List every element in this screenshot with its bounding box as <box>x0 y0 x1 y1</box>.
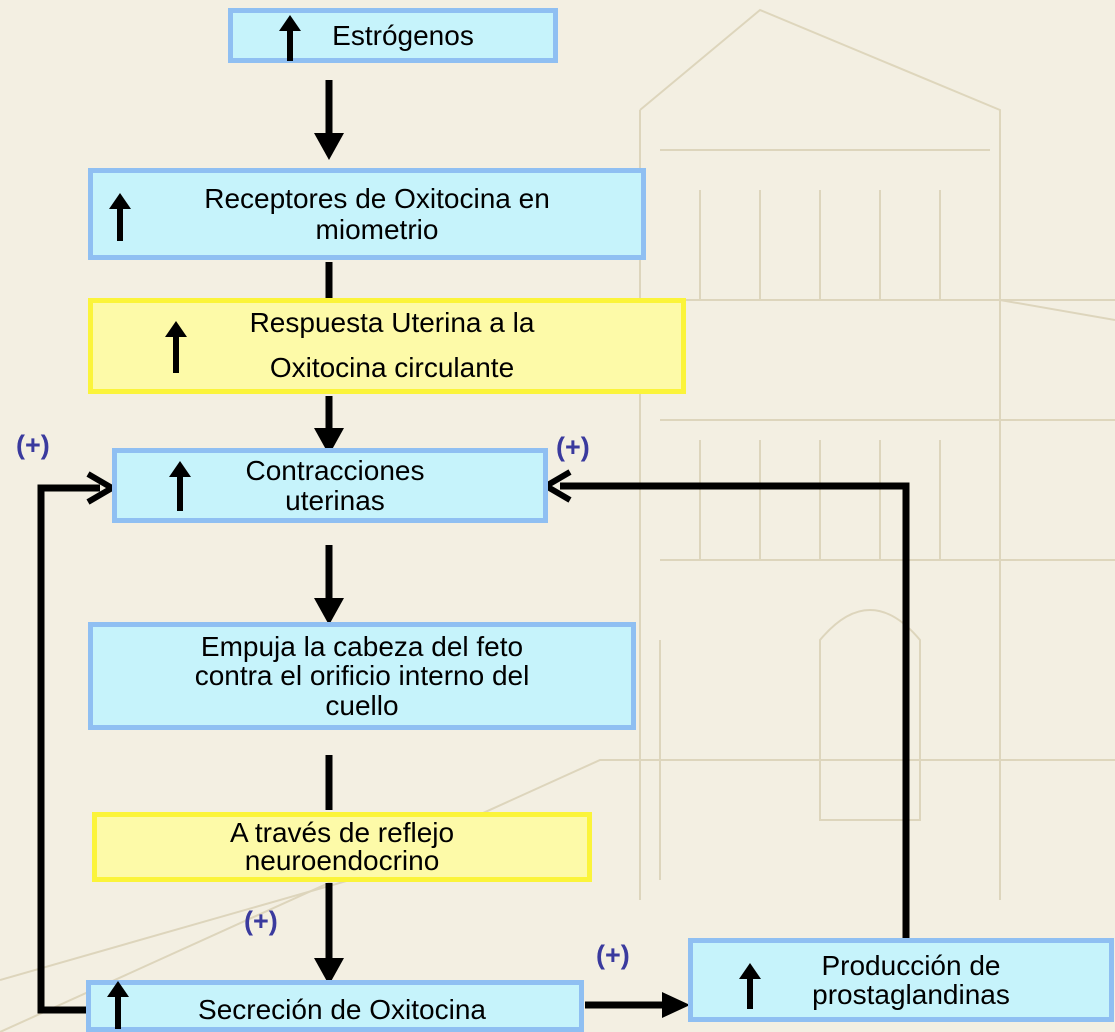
estrogenos-label: Estrógenos <box>332 19 474 51</box>
empuja-label: Empuja la cabeza del feto contra el orif… <box>194 630 530 721</box>
up-arrow-icon <box>739 963 761 1009</box>
box-estrogenos: Estrógenos <box>228 8 558 63</box>
up-arrow-icon <box>279 15 301 61</box>
positive-feedback-label-center: (+) <box>244 906 278 936</box>
box-reflejo-neuroendocrino: A través de reflejo neuroendocrino <box>92 812 592 882</box>
secrecion-label: Secreción de Oxitocina <box>198 994 486 1026</box>
reflejo-label: A través de reflejo neuroendocrino <box>229 817 455 876</box>
prostaglandinas-label: Producción de prostaglandinas <box>812 949 1010 1010</box>
receptores-label: Receptores de Oxitocina en miometrio <box>204 182 550 245</box>
box-produccion-prostaglandinas: Producción de prostaglandinas <box>688 938 1114 1022</box>
box-receptores-oxitocina: Receptores de Oxitocina en miometrio <box>88 168 646 260</box>
box-contracciones-uterinas: Contracciones uterinas <box>112 448 548 523</box>
positive-feedback-label-bottom-right: (+) <box>596 940 630 970</box>
contracciones-label: Contracciones uterinas <box>245 455 425 516</box>
up-arrow-icon <box>169 461 191 511</box>
up-arrow-icon <box>165 321 187 373</box>
up-arrow-icon <box>107 981 129 1029</box>
positive-feedback-label-left: (+) <box>16 430 50 460</box>
feedback-loop-right <box>560 482 910 940</box>
respuesta-label: Respuesta Uterina a la Oxitocina circula… <box>249 307 535 383</box>
positive-feedback-label-right: (+) <box>556 432 590 462</box>
up-arrow-icon <box>109 193 131 241</box>
box-secrecion-oxitocina: Secreción de Oxitocina <box>86 980 584 1032</box>
box-respuesta-uterina: Respuesta Uterina a la Oxitocina circula… <box>88 298 686 394</box>
box-empuja-cabeza-feto: Empuja la cabeza del feto contra el orif… <box>88 622 636 730</box>
feedback-loop-left <box>37 484 100 1014</box>
